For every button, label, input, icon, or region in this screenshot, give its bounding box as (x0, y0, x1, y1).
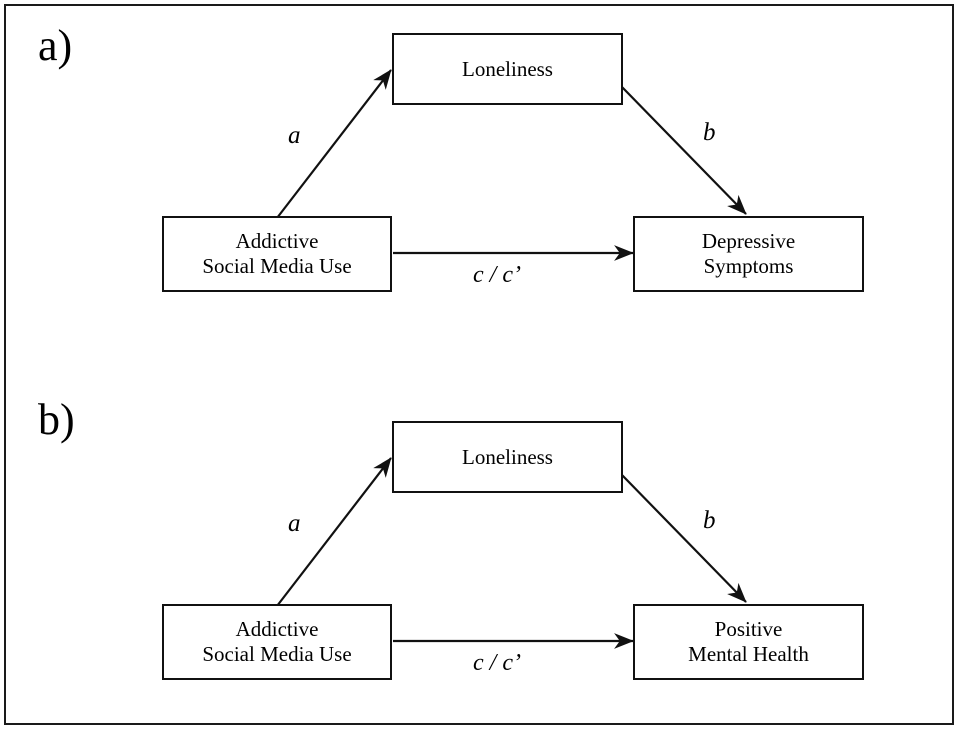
mediation-model-panel-a: a) Addictive Social Media Use Loneliness… (6, 6, 952, 376)
node-depressive-symptoms-a: Depressive Symptoms (633, 216, 864, 292)
path-label-b-coefficient: b (703, 507, 716, 534)
figure-frame: a) Addictive Social Media Use Loneliness… (4, 4, 954, 725)
edge-b-path (620, 85, 747, 215)
node-line-2: Social Media Use (202, 254, 352, 278)
node-line-2: Symptoms (703, 254, 794, 278)
node-positive-mental-health-b: Positive Mental Health (633, 604, 864, 680)
node-loneliness-a: Loneliness (392, 33, 623, 105)
edge-b-path (620, 473, 747, 603)
mediation-model-panel-b: b) Addictive Social Media Use Loneliness… (6, 376, 952, 725)
node-line-1: Loneliness (462, 444, 553, 469)
panel-label-a: a) (38, 21, 73, 70)
node-line-1: Depressive (701, 229, 796, 253)
panel-label-b: b) (38, 395, 75, 444)
path-label-a-coefficient: a (288, 510, 301, 537)
node-addictive-social-media-use-a: Addictive Social Media Use (162, 216, 392, 292)
node-line-1: Addictive (235, 617, 319, 641)
node-addictive-social-media-use-b: Addictive Social Media Use (162, 604, 392, 680)
path-label-a-coefficient: a (288, 122, 301, 149)
path-label-c-coefficient: c / c’ (473, 262, 521, 288)
path-label-b-coefficient: b (703, 119, 716, 146)
node-line-1: Positive (714, 617, 783, 641)
node-line-1: Addictive (235, 229, 319, 253)
path-label-c-coefficient: c / c’ (473, 650, 521, 676)
node-loneliness-b: Loneliness (392, 421, 623, 493)
node-line-2: Social Media Use (202, 642, 352, 666)
node-line-1: Loneliness (462, 56, 553, 81)
node-line-2: Mental Health (688, 642, 809, 666)
